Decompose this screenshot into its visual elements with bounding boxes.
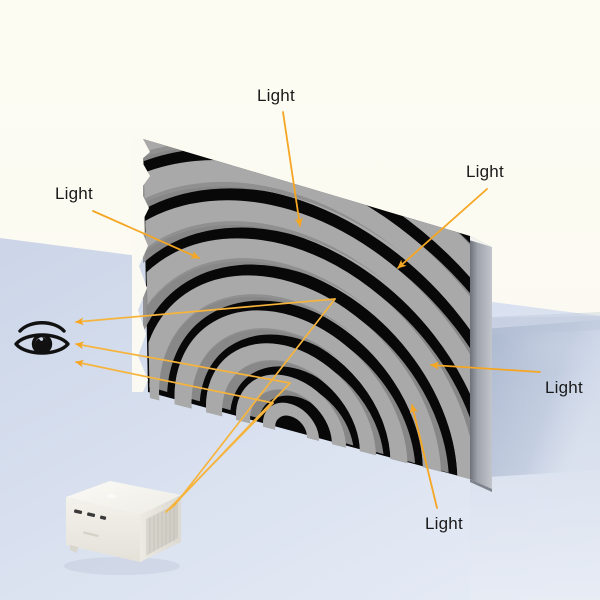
ray-incident-1 — [173, 298, 336, 507]
ray-incident-3 — [165, 402, 274, 513]
panel-left-silhouette — [132, 139, 150, 392]
projector-logo — [83, 531, 99, 537]
eye-brow — [18, 321, 66, 333]
ray-reflected-3 — [75, 359, 274, 404]
label-arrows — [92, 111, 541, 509]
projector-port-2 — [86, 512, 96, 518]
panel-shadow-band — [468, 312, 600, 336]
projector-foot — [70, 545, 78, 553]
eye-pupil — [35, 337, 50, 351]
projector-port-1 — [73, 509, 83, 515]
eye-icon — [14, 321, 70, 355]
panel-right-edge — [470, 236, 492, 489]
projector-front — [66, 497, 140, 562]
label-light-right: Light — [545, 378, 583, 397]
label-light-bottom: Light — [425, 514, 463, 533]
projector — [64, 481, 181, 575]
ray-paths — [75, 298, 336, 513]
label-light-top: Light — [257, 86, 295, 105]
panel-shadow — [470, 320, 600, 478]
projector-port-3 — [99, 515, 107, 520]
label-arrow-light-upper-right — [397, 188, 488, 269]
label-arrow-light-left — [92, 210, 200, 259]
label-arrow-light-top — [282, 111, 303, 227]
ray-reflected-2 — [75, 341, 291, 384]
projector-ports — [73, 509, 107, 537]
ring-face-6 — [143, 238, 470, 479]
panel-bottom-edge — [470, 479, 492, 492]
label-arrow-light-bottom — [409, 404, 438, 509]
label-arrow-light-right — [430, 361, 541, 373]
projector-shadow — [64, 557, 180, 575]
projector-top-highlight — [106, 493, 116, 499]
eye-outline — [14, 333, 70, 355]
ring-face-7 — [143, 200, 470, 479]
projector-grille-lines — [149, 506, 175, 553]
ray-reflected-1 — [75, 298, 336, 326]
eye-iris — [31, 333, 53, 355]
label-light-upper-right: Light — [466, 162, 504, 181]
projector-top — [66, 481, 181, 515]
panel-notch-mask-upper — [132, 139, 150, 392]
label-light-left: Light — [55, 184, 93, 203]
